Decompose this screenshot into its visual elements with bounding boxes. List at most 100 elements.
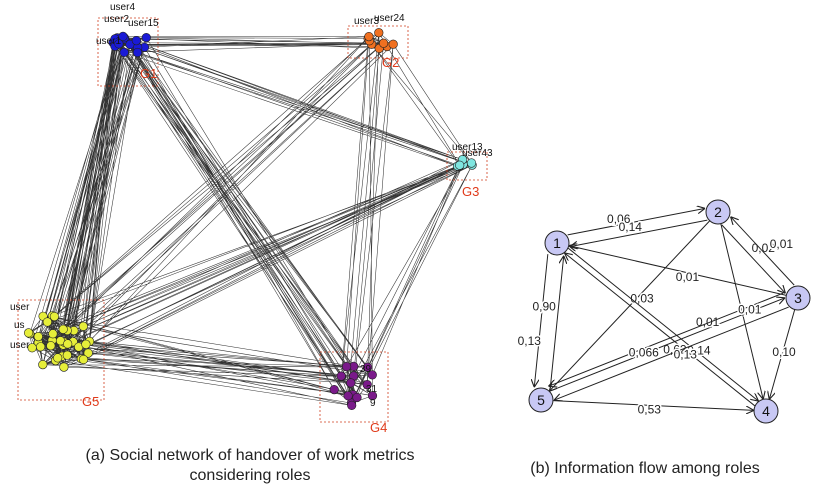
flow-edge-3-1 xyxy=(569,246,787,296)
network-node xyxy=(141,32,151,43)
network-node xyxy=(48,329,58,339)
network-node xyxy=(347,400,357,411)
user-label: user xyxy=(10,302,30,313)
user-label: user24 xyxy=(374,13,405,24)
network-node xyxy=(132,47,143,58)
flow-node-1 xyxy=(544,230,570,256)
flow-edge-label: 0,53 xyxy=(638,402,662,416)
flow-edge-label: 0,06 xyxy=(607,212,631,226)
flow-edge-5-3 xyxy=(550,298,785,392)
network-node xyxy=(58,324,68,334)
group-box-g2 xyxy=(347,25,409,59)
network-node xyxy=(363,362,373,372)
network-node xyxy=(119,47,129,58)
group-box-g3 xyxy=(446,151,488,181)
flow-edge-label: 0,62 xyxy=(663,342,687,356)
network-node xyxy=(33,332,43,342)
flow-edge-label: 0,13 xyxy=(674,348,698,362)
flow-edge-label: 0,01 xyxy=(676,270,700,284)
flow-node-2 xyxy=(705,199,731,225)
group-box-g4 xyxy=(319,351,389,423)
network-node xyxy=(63,339,73,349)
flow-node-3 xyxy=(785,285,811,311)
flow-edge-label: 0,03 xyxy=(630,292,654,306)
social-network-diagram: G1user4user2user15user1G2user3user24G3us… xyxy=(10,2,493,435)
group-label-g5: G5 xyxy=(82,394,99,409)
network-node xyxy=(42,317,53,327)
user-label: user15 xyxy=(128,18,159,29)
flow-edge-3-4 xyxy=(769,309,796,400)
network-node xyxy=(336,371,346,381)
network-node xyxy=(35,342,46,352)
network-edges xyxy=(28,32,473,406)
network-node xyxy=(455,160,465,170)
flow-node-label: 4 xyxy=(762,403,770,419)
user-label: user3 xyxy=(354,16,379,27)
user-label: user13 xyxy=(452,142,483,153)
caption-a: (a) Social network of handover of work m… xyxy=(85,447,415,484)
network-node xyxy=(346,378,356,388)
flow-edge-label: 0,01 xyxy=(696,315,720,329)
flow-edge-label: 0,10 xyxy=(772,345,796,359)
network-node xyxy=(62,350,72,360)
user-label: user4 xyxy=(110,2,135,13)
user-label: user xyxy=(10,340,30,351)
flow-node-4 xyxy=(753,398,779,424)
network-edge-lines xyxy=(28,32,473,406)
network-node xyxy=(131,35,141,46)
user-label: user1 xyxy=(96,36,121,47)
user-label: 31 xyxy=(366,384,378,395)
caption-b: (b) Information flow among roles xyxy=(530,460,760,477)
flow-edge-label: 0,066 xyxy=(629,346,659,360)
flow-edge-label: 0,13 xyxy=(518,334,542,348)
network-node xyxy=(367,370,377,380)
flow-edge-2-3 xyxy=(721,224,786,293)
network-node xyxy=(114,39,124,49)
user-label: 9 xyxy=(370,398,376,409)
flow-node-label: 3 xyxy=(794,290,802,306)
flow-edge-3-2 xyxy=(731,217,795,286)
flow-edge-label: 0,14 xyxy=(619,220,643,234)
user-label: user2 xyxy=(104,14,129,25)
network-node xyxy=(118,31,128,42)
network-node xyxy=(329,385,339,395)
group-box-g1 xyxy=(97,17,159,87)
user-label: user43 xyxy=(462,148,493,159)
flow-edge-label: 0,90 xyxy=(532,299,556,313)
network-node xyxy=(78,354,89,365)
network-node xyxy=(364,31,374,42)
flow-edge-1-2 xyxy=(567,208,705,236)
network-node xyxy=(374,28,384,38)
flow-edge-1-4 xyxy=(567,247,758,401)
group-label-g4: G4 xyxy=(370,420,387,435)
flow-node-5 xyxy=(528,387,554,413)
network-node xyxy=(49,311,60,322)
network-labels: G1user4user2user15user1G2user3user24G3us… xyxy=(10,2,493,435)
flow-edge-2-5 xyxy=(549,220,711,392)
group-boxes xyxy=(17,17,488,423)
user-label: 39 xyxy=(360,364,372,375)
network-nodes xyxy=(23,28,477,411)
group-label-g2: G2 xyxy=(382,55,399,70)
flow-edge-5-4 xyxy=(552,400,754,411)
flow-edge-3-5 xyxy=(548,292,784,386)
flow-node-label: 2 xyxy=(714,204,722,220)
network-node xyxy=(388,39,398,49)
group-label-g3: G3 xyxy=(462,184,479,199)
network-node xyxy=(46,341,56,351)
flow-edge-label: 0,01 xyxy=(770,237,794,251)
flow-edge-4-1 xyxy=(564,253,756,407)
network-node xyxy=(53,353,63,363)
flow-node-label: 5 xyxy=(537,392,545,408)
flow-edge-2-4 xyxy=(720,223,763,400)
network-node xyxy=(59,362,69,372)
flow-edges: 0,060,140,020,010,010,030,900,130,140,62… xyxy=(516,208,798,418)
network-node xyxy=(379,38,389,48)
group-box-g5 xyxy=(17,299,105,401)
flow-edge-label: 0,02 xyxy=(752,241,776,255)
flow-edge-2-1 xyxy=(570,219,708,246)
network-node xyxy=(367,391,378,401)
network-node xyxy=(352,392,362,403)
network-node xyxy=(343,391,353,401)
